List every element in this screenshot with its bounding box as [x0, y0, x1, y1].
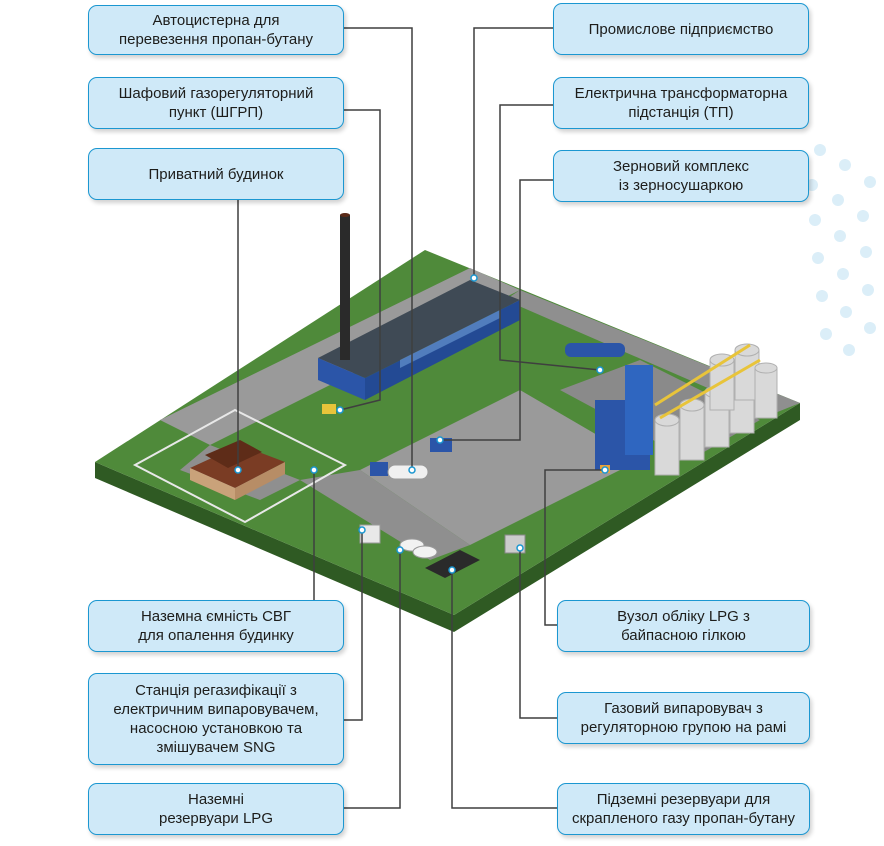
label-underground-tanks: Підземні резервуари для скрапленого газу… [557, 783, 810, 835]
label-lpg-metering-unit: Вузол обліку LPG з байпасною гілкою [557, 600, 810, 652]
label-ground-lpg-tanks: Наземні резервуари LPG [88, 783, 344, 835]
factory-icon [318, 280, 520, 400]
label-private-house: Приватний будинок [88, 148, 344, 200]
leader-lines [237, 27, 605, 809]
chimney-icon [340, 213, 350, 360]
label-transformer-substation: Електрична трансформаторна підстанція (Т… [553, 77, 809, 129]
label-tanker-truck: Автоцистерна для перевезення пропан-бута… [88, 5, 344, 55]
label-industrial-enterprise: Промислове підприємство [553, 3, 809, 55]
decorative-dots [806, 144, 876, 356]
label-gas-regulator-cabinet: Шафовий газорегуляторний пункт (ШГРП) [88, 77, 344, 129]
label-gas-evaporator: Газовий випаровувач з регуляторною групо… [557, 692, 810, 744]
label-regasification-station: Станція регазифікації з електричним випа… [88, 673, 344, 765]
tank-icon [322, 404, 610, 578]
tanker-truck-icon [370, 343, 625, 480]
silo-icon [595, 343, 778, 476]
label-grain-complex: Зерновий комплекс із зерносушаркою [553, 150, 809, 202]
label-ground-tank-house: Наземна ємність СВГ для опалення будинку [88, 600, 344, 652]
house-fence [132, 408, 348, 524]
leader-dots [234, 274, 609, 574]
